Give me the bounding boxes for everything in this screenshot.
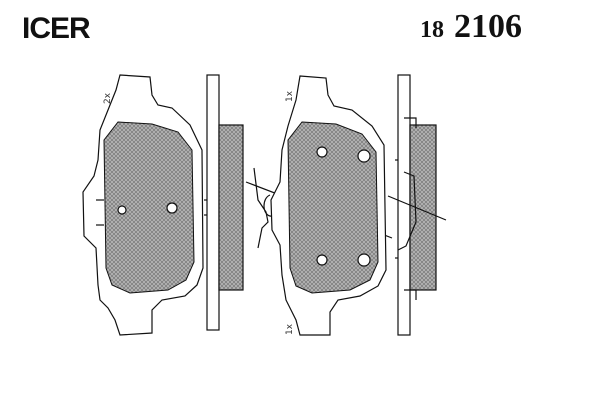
part-number-main: 2106 (454, 8, 522, 45)
pad-a-friction-material (103, 121, 195, 294)
part-number-prefix: 18 (420, 17, 444, 43)
pad-b-quantity-label-bottom: 1x (285, 323, 295, 335)
pad-a-quantity-label: 2x (103, 92, 113, 104)
pad-a-rivet-left (117, 205, 127, 215)
pad-a-side-plate (206, 74, 220, 331)
pad-b-front-view (270, 75, 387, 336)
pad-a-front-view (82, 74, 204, 336)
pad-b-rivet-bottom-left (316, 254, 328, 266)
pad-b-quantity-label-top: 1x (285, 90, 295, 102)
pad-b-rivet-bottom-right (357, 253, 371, 267)
pad-a-side-friction (218, 124, 244, 291)
pad-a-rivet-right (166, 202, 178, 214)
pad-b-spring-clip (397, 117, 417, 300)
section-line-b (387, 195, 447, 221)
brand-name: ICER (22, 12, 91, 45)
pad-b-rivet-top-left (316, 146, 328, 158)
part-number: 18 2106 (420, 8, 522, 46)
pad-b-rivet-top-right (357, 149, 371, 163)
pad-a-side-view (204, 74, 393, 331)
pad-b-friction-material (287, 121, 379, 294)
pad-b-side-friction (409, 124, 437, 291)
pad-b-side-view (387, 74, 447, 336)
